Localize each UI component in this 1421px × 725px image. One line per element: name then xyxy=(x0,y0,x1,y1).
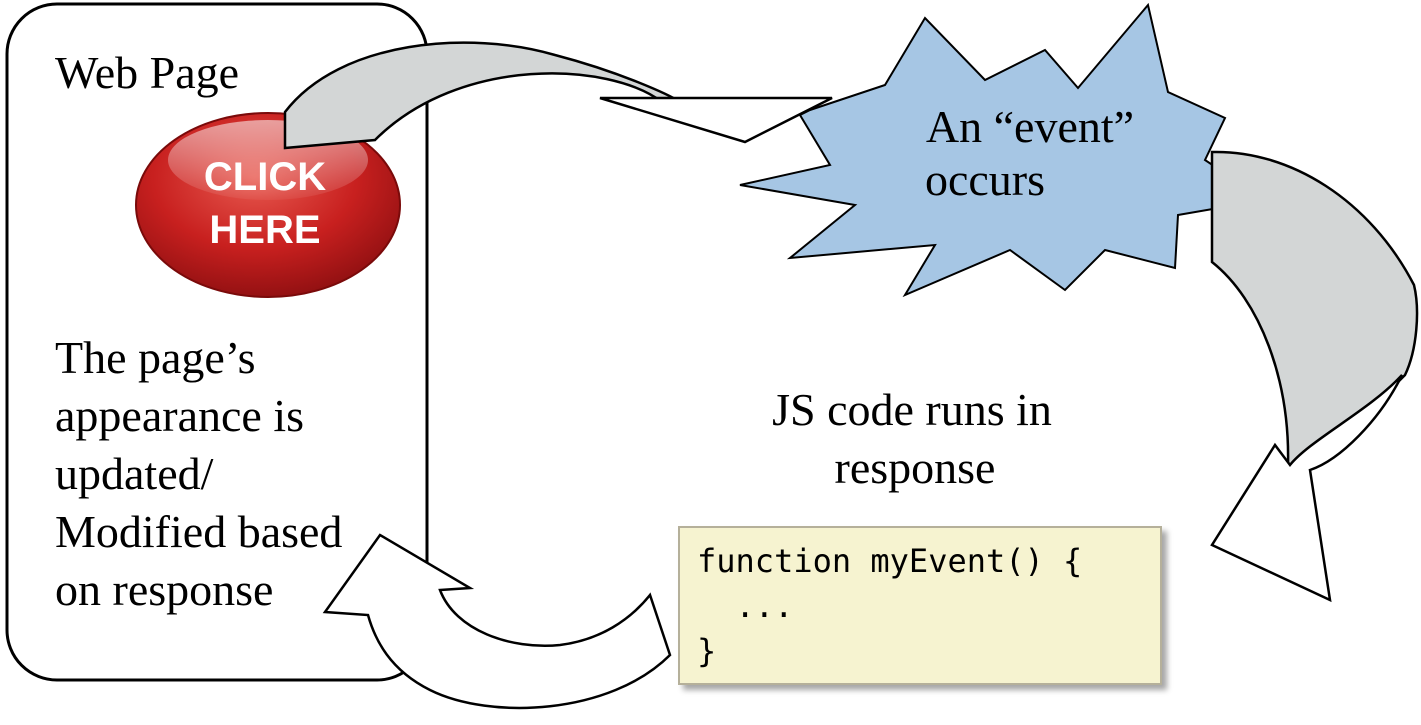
js-label-line1: JS code runs in xyxy=(772,384,1052,435)
arrow-code-to-page xyxy=(322,533,672,710)
code-line: } xyxy=(697,632,716,670)
click-here-button[interactable]: CLICK HERE xyxy=(135,112,401,298)
event-starburst xyxy=(739,2,1268,298)
code-line: ... xyxy=(697,587,793,625)
click-here-label-line1: CLICK xyxy=(204,155,326,199)
description-line: appearance is xyxy=(55,390,304,441)
web-page-title: Web Page xyxy=(55,47,239,98)
event-label-line2: occurs xyxy=(925,154,1045,205)
description-line: Modified based xyxy=(55,506,342,557)
click-here-label-line2: HERE xyxy=(209,208,320,252)
description-line: updated/ xyxy=(55,448,214,499)
arrow-event-to-code xyxy=(1210,150,1419,603)
arrow-click-to-event xyxy=(283,41,833,150)
event-label-line1: An “event” xyxy=(926,101,1134,152)
description-line: on response xyxy=(55,564,273,615)
code-line: function myEvent() { xyxy=(697,542,1082,580)
description-line: The page’s xyxy=(55,332,256,383)
js-label-line2: response xyxy=(835,442,996,493)
page-update-description: The page’s appearance is updated/ Modifi… xyxy=(55,332,342,615)
code-box xyxy=(678,526,1162,685)
